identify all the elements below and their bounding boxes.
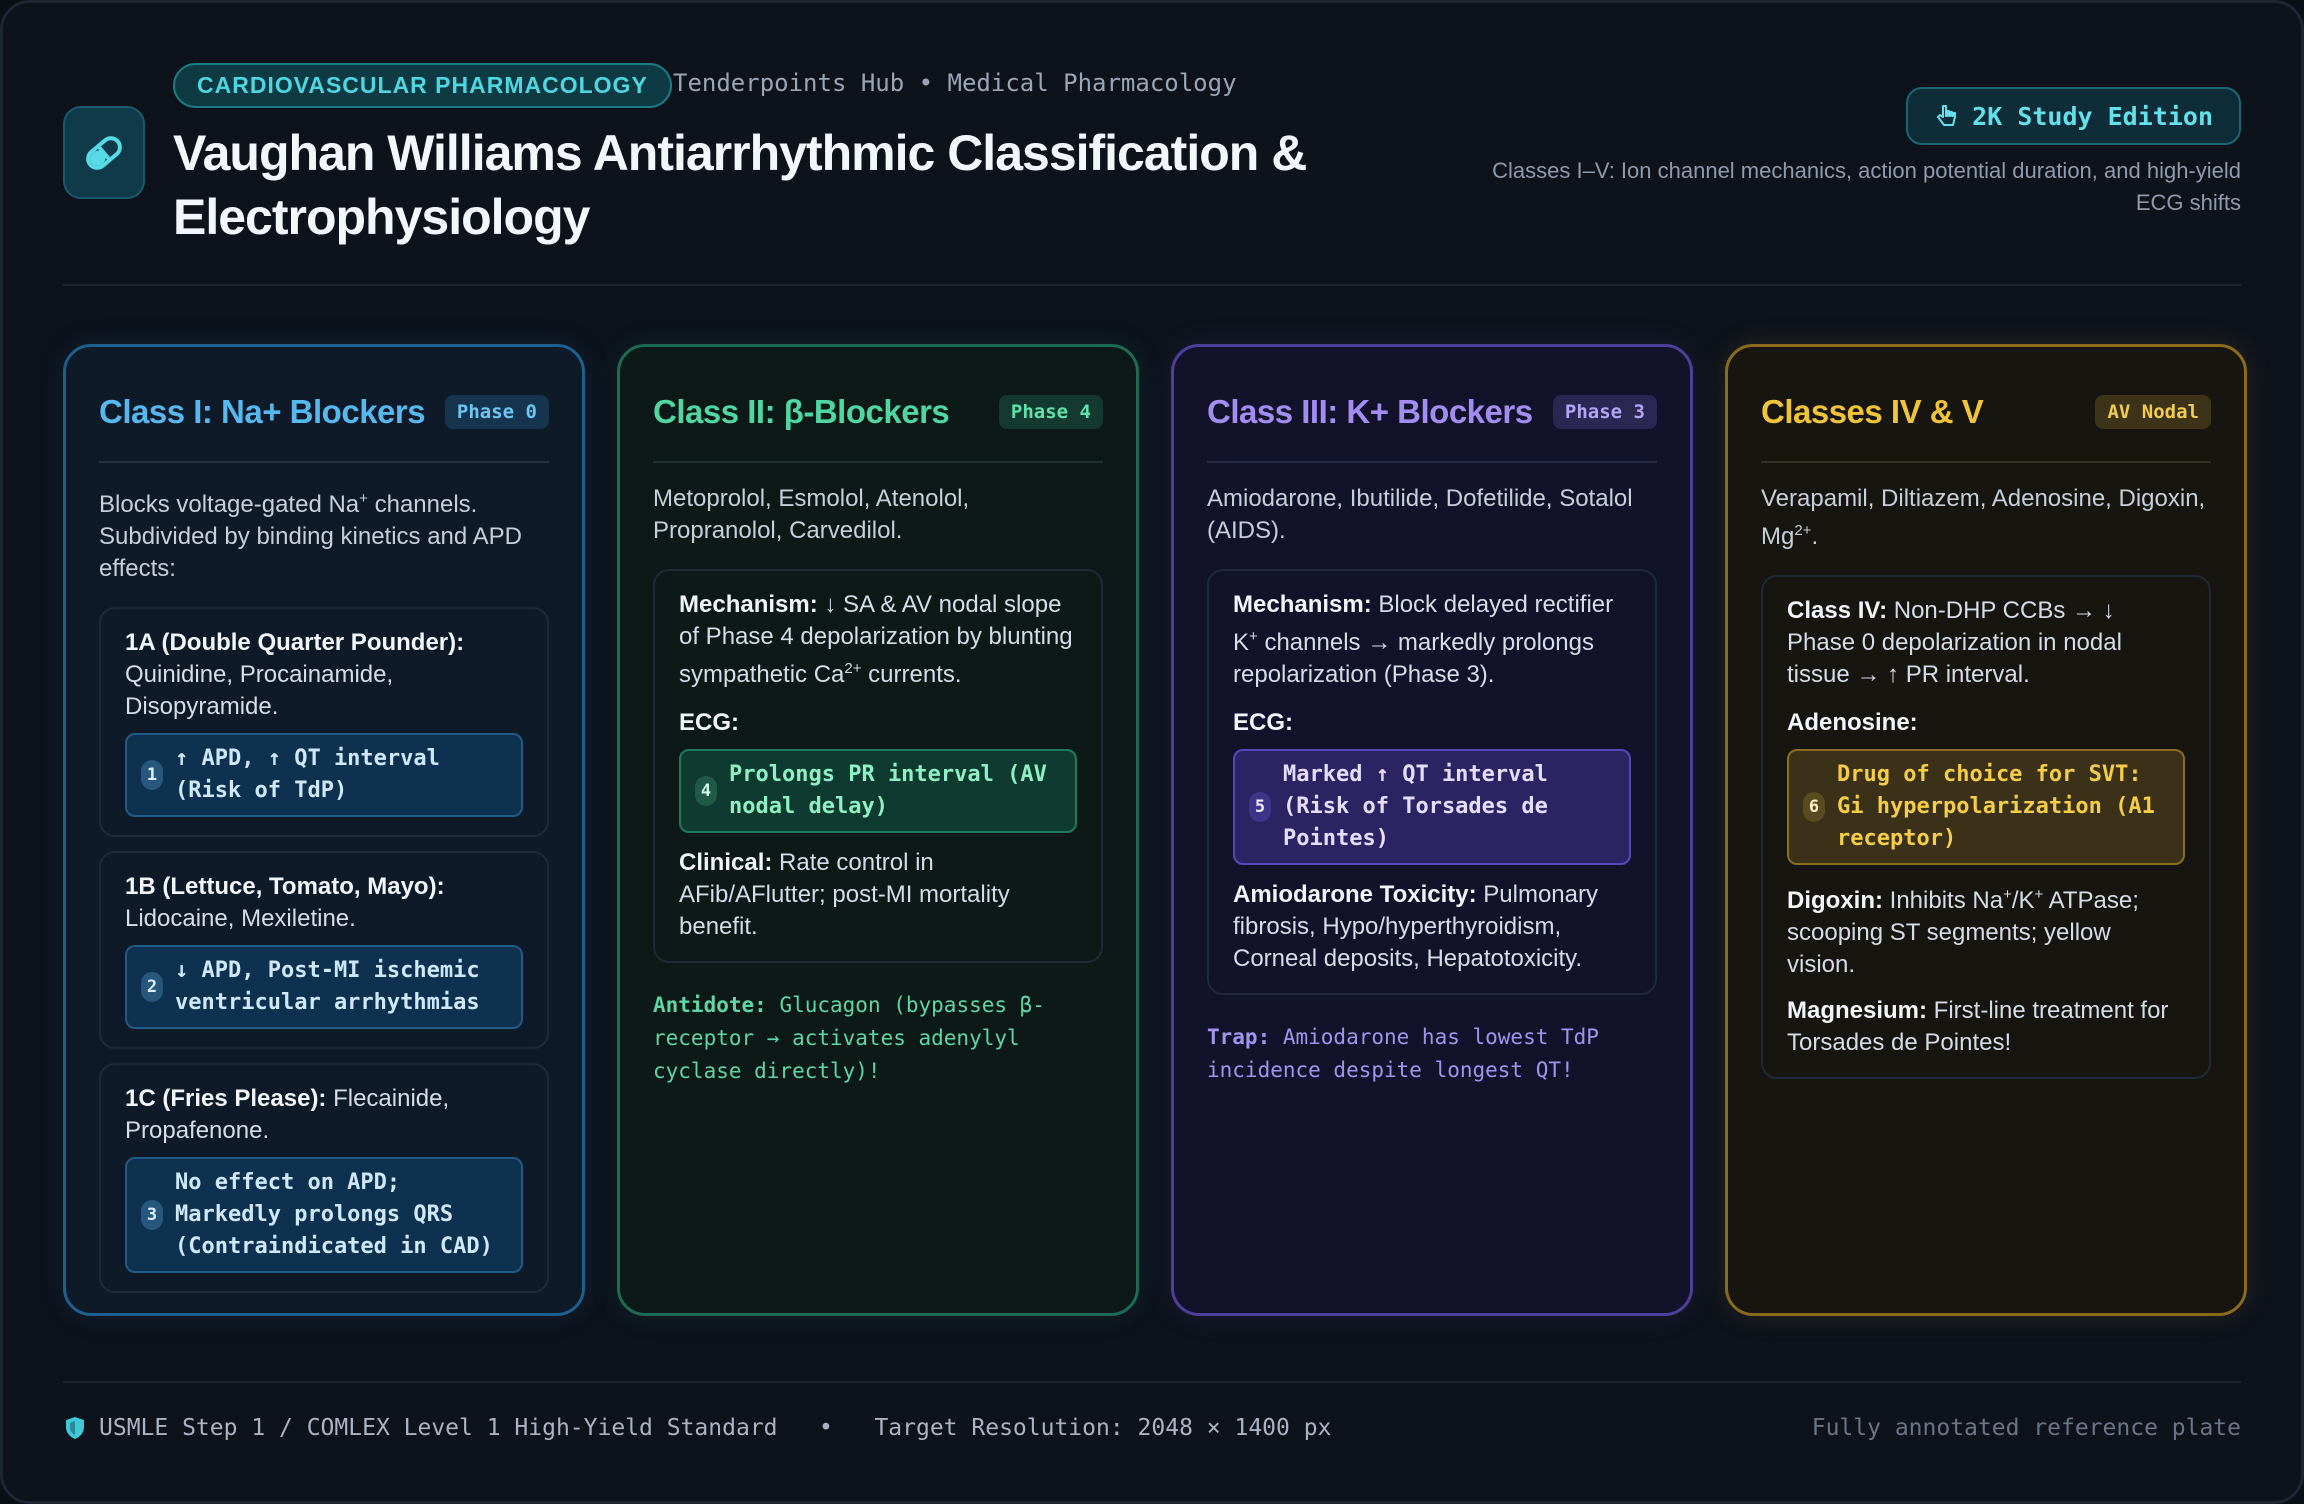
callout-text: ↑ APD, ↑ QT interval (Risk of TdP) (175, 746, 440, 803)
callout: 1 ↑ APD, ↑ QT interval (Risk of TdP) (125, 733, 523, 817)
card-intro: Metoprolol, Esmolol, Atenolol, Propranol… (653, 485, 970, 544)
callout-number: 6 (1803, 792, 1825, 822)
ecg-label: ECG: (679, 709, 739, 736)
footer-left-text: USMLE Step 1 / COMLEX Level 1 High-Yield… (99, 1415, 1332, 1441)
subclass-label: 1A (Double Quarter Pounder): (125, 629, 465, 656)
callout: 5 Marked ↑ QT interval (Risk of Torsades… (1233, 749, 1631, 865)
callout-number: 2 (141, 972, 163, 1002)
ecg-label: ECG: (1233, 709, 1293, 736)
callout-text: ↓ APD, Post-MI ischemic ventricular arrh… (175, 958, 480, 1015)
class-4-text: Class IV: Non-DHP CCBs → ↓ Phase 0 depol… (1787, 597, 2122, 688)
card-intro: Verapamil, Diltiazem, Adenosine, Digoxin… (1761, 485, 2206, 550)
mechanism-text: Mechanism: ↓ SA & AV nodal slope of Phas… (679, 591, 1073, 688)
card-title: Class II: β-Blockers (653, 393, 950, 430)
subclass-1c: 1C (Fries Please): Flecainide, Propafeno… (99, 1063, 549, 1293)
callout-number: 3 (141, 1200, 163, 1230)
callout-text: Prolongs PR interval (AV nodal delay) (729, 762, 1047, 819)
detail-box: Mechanism: ↓ SA & AV nodal slope of Phas… (653, 569, 1103, 963)
callout-number: 1 (141, 760, 163, 790)
callout-text: Drug of choice for SVT: Gi hyperpolariza… (1837, 762, 2155, 851)
subclass-label: 1C (Fries Please): (125, 1085, 327, 1112)
card-header: Class II: β-Blockers Phase 4 (653, 383, 1103, 463)
toxicity-text: Amiodarone Toxicity: Pulmonary fibrosis,… (1233, 881, 1598, 972)
adenosine-label: Adenosine: (1787, 709, 1918, 736)
phase-badge: Phase 4 (998, 395, 1103, 429)
card-intro: Blocks voltage-gated Na+ channels. Subdi… (99, 490, 522, 582)
detail-box: Mechanism: Block delayed rectifier K+ ch… (1207, 569, 1657, 995)
card-header: Class I: Na+ Blockers Phase 0 (99, 383, 549, 463)
mechanism-text: Mechanism: Block delayed rectifier K+ ch… (1233, 591, 1614, 688)
card-title: Classes IV & V (1761, 393, 1984, 430)
callout: 3 No effect on APD; Markedly prolongs QR… (125, 1157, 523, 1273)
footer-divider (63, 1381, 2241, 1383)
detail-box: Class IV: Non-DHP CCBs → ↓ Phase 0 depol… (1761, 575, 2211, 1079)
subclass-1b: 1B (Lettuce, Tomato, Mayo): Lidocaine, M… (99, 851, 549, 1049)
callout: 6 Drug of choice for SVT: Gi hyperpolari… (1787, 749, 2185, 865)
card-class-4-5: Classes IV & V AV Nodal Verapamil, Dilti… (1725, 344, 2247, 1316)
shield-icon (66, 1417, 84, 1439)
card-class-1: Class I: Na+ Blockers Phase 0 Blocks vol… (63, 344, 585, 1316)
edition-label: 2K Study Edition (1972, 101, 2213, 131)
subclass-1a: 1A (Double Quarter Pounder): Quinidine, … (99, 607, 549, 837)
card-class-3: Class III: K+ Blockers Phase 3 Amiodaron… (1171, 344, 1693, 1316)
digoxin-text: Digoxin: Inhibits Na+/K+ ATPase; scoopin… (1787, 886, 2139, 978)
antidote-note: Antidote: Glucagon (bypasses β-receptor … (653, 993, 1045, 1083)
footer-left: USMLE Step 1 / COMLEX Level 1 High-Yield… (63, 1415, 1331, 1441)
callout-number: 4 (695, 776, 717, 806)
clinical-text: Clinical: Rate control in AFib/AFlutter;… (679, 849, 1010, 940)
phase-badge: Phase 0 (444, 395, 549, 429)
page-title: Vaughan Williams Antiarrhythmic Classifi… (173, 125, 1307, 245)
hand-pointer-icon (1937, 105, 1957, 126)
footer-right: Fully annotated reference plate (1811, 1415, 2241, 1441)
breadcrumb: Tenderpoints Hub • Medical Pharmacology (673, 69, 1237, 97)
callout-text: No effect on APD; Markedly prolongs QRS … (175, 1170, 493, 1259)
card-class-2: Class II: β-Blockers Phase 4 Metoprolol,… (617, 344, 1139, 1316)
magnesium-text: Magnesium: First-line treatment for Tors… (1787, 997, 2169, 1056)
pill-icon (63, 106, 145, 199)
edition-button[interactable]: 2K Study Edition (1906, 87, 2241, 145)
header-divider (63, 284, 2241, 286)
card-intro: Amiodarone, Ibutilide, Dofetilide, Sotal… (1207, 485, 1633, 544)
callout-number: 5 (1249, 792, 1271, 822)
callout: 4 Prolongs PR interval (AV nodal delay) (679, 749, 1077, 833)
card-title: Class I: Na+ Blockers (99, 393, 426, 430)
subclass-label: 1B (Lettuce, Tomato, Mayo): (125, 873, 445, 900)
phase-badge: Phase 3 (1552, 395, 1657, 429)
trap-note: Trap: Amiodarone has lowest TdP incidenc… (1207, 1025, 1599, 1082)
callout: 2 ↓ APD, Post-MI ischemic ventricular ar… (125, 945, 523, 1029)
category-pill: CARDIOVASCULAR PHARMACOLOGY (173, 63, 672, 108)
card-title: Class III: K+ Blockers (1207, 393, 1533, 430)
card-header: Class III: K+ Blockers Phase 3 (1207, 383, 1657, 463)
phase-badge: AV Nodal (2095, 395, 2211, 429)
callout-text: Marked ↑ QT interval (Risk of Torsades d… (1283, 762, 1548, 851)
card-header: Classes IV & V AV Nodal (1761, 383, 2211, 463)
page-subtitle: Classes I–V: Ion channel mechanics, acti… (1492, 158, 2241, 215)
